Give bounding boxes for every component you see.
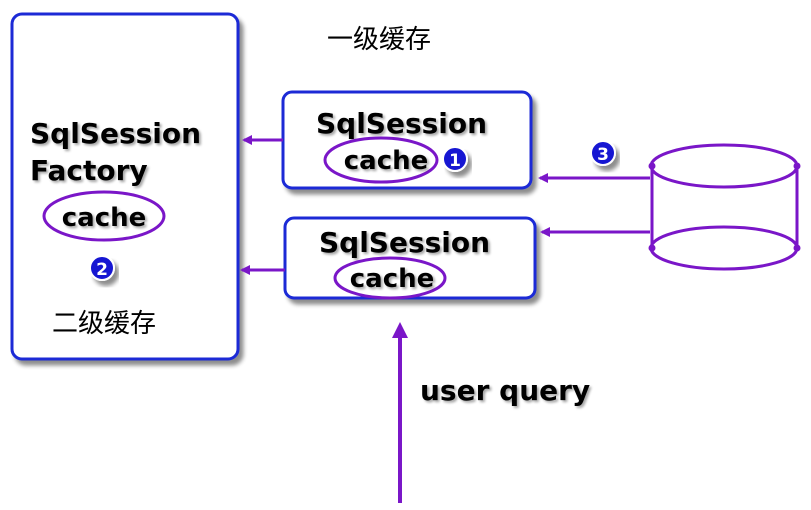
sqlsessionfactory-box: SqlSession Factory cache 2 二级缓存 [10, 12, 240, 361]
session-top-cache-label: cache [344, 146, 429, 176]
session-bottom-cache-label: cache [350, 264, 435, 294]
badge-2-text: 2 [96, 260, 108, 280]
session-top-title: SqlSession [316, 107, 487, 140]
badge-3-text: 3 [597, 145, 609, 165]
badge-3-icon: 3 [590, 140, 616, 166]
badge-2-icon: 2 [89, 255, 115, 281]
factory-title-line2: Factory [30, 154, 148, 187]
factory-title-line1: SqlSession [30, 117, 201, 150]
badge-1-text: 1 [449, 151, 461, 171]
session-bottom-title: SqlSession [319, 226, 490, 259]
badge-1-icon: 1 [442, 146, 468, 172]
session-bottom-cache-ellipse [333, 256, 447, 300]
sqlsession-box-bottom: SqlSession cache [283, 216, 537, 300]
user-query-label: user query [420, 374, 590, 407]
first-level-cache-label: 一级缓存 [327, 25, 431, 55]
second-level-cache-label: 二级缓存 [52, 309, 156, 339]
sqlsession-box-top: SqlSession cache 1 [281, 90, 533, 190]
factory-cache-label: cache [62, 203, 147, 233]
factory-cache-ellipse [42, 190, 166, 242]
database-cylinder-icon [648, 143, 801, 271]
session-top-cache-ellipse [323, 136, 439, 184]
